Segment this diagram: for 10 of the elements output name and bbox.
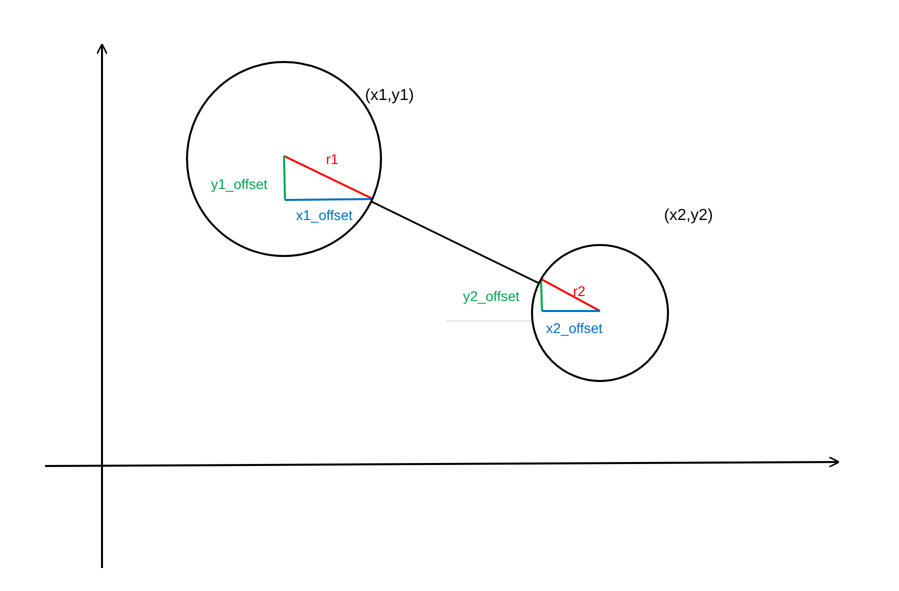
- radius-label: r2: [573, 283, 586, 299]
- offset-label: y2_offset: [463, 288, 520, 304]
- offset-label: y1_offset: [211, 176, 268, 192]
- offset-label: x2_offset: [546, 320, 603, 336]
- connector-line: [370, 200, 540, 284]
- circle: [531, 244, 669, 382]
- coordinate-label: (x1,y1): [365, 88, 414, 104]
- radius-label: r1: [326, 151, 338, 167]
- offset-label: x1_offset: [296, 207, 353, 223]
- coordinate-label: (x2,y2): [664, 208, 713, 224]
